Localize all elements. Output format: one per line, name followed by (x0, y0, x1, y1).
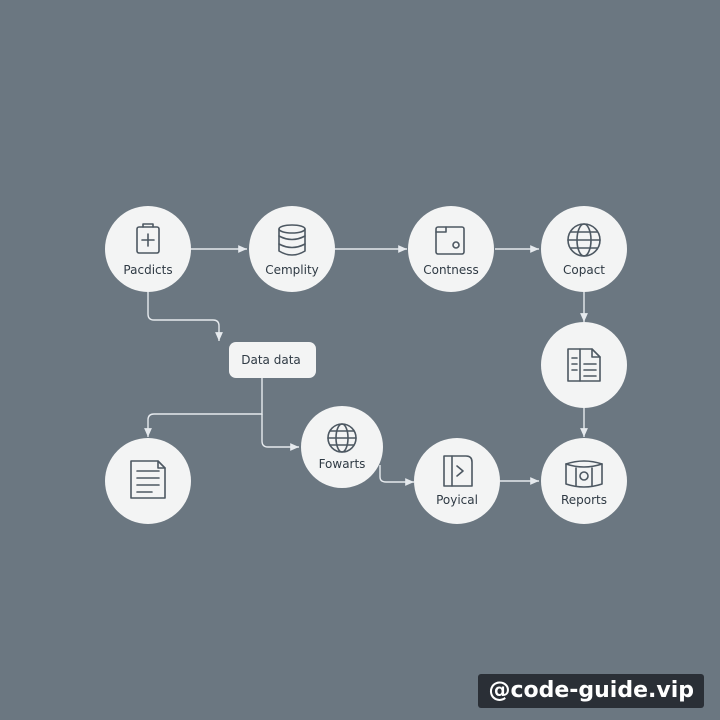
database-icon (278, 224, 306, 256)
node-label: Contness (423, 263, 479, 277)
document-text-icon (130, 460, 166, 499)
node-label: Pacdicts (123, 263, 172, 277)
node-contness[interactable]: Contness (408, 206, 494, 292)
clipboard-plus-icon (136, 223, 160, 254)
connector-datadata-fowarts (261, 414, 299, 451)
connectors (144, 245, 588, 486)
box-icon (565, 460, 603, 488)
watermark: @code-guide.vip (478, 674, 704, 708)
node-reports[interactable]: Reports (541, 438, 627, 524)
connector-fowarts-poyical (379, 465, 414, 486)
node-cemplity[interactable]: Cemplity (249, 206, 335, 292)
node-pacdicts[interactable]: Pacdicts (105, 206, 191, 292)
document-columns-icon (567, 348, 601, 382)
connector-datadata-doc-left (144, 378, 263, 437)
box-label: Data data (241, 353, 301, 367)
book-arrow-icon (443, 455, 473, 487)
node-label: Cemplity (265, 263, 319, 277)
node-fowarts[interactable]: Fowarts (301, 406, 383, 488)
connector-pacdicts-datadata (147, 292, 223, 341)
node-poyical[interactable]: Poyical (414, 438, 500, 524)
node-label: Copact (563, 263, 605, 277)
data-data-box[interactable]: Data data (229, 342, 316, 378)
globe-icon (327, 423, 357, 453)
node-label: Reports (561, 493, 607, 507)
node-document-left[interactable] (105, 438, 191, 524)
node-copact[interactable]: Copact (541, 206, 627, 292)
tablet-camera-icon (435, 226, 465, 255)
node-label: Fowarts (319, 457, 366, 471)
globe-icon (567, 223, 601, 257)
node-document-right[interactable] (541, 322, 627, 408)
node-label: Poyical (436, 493, 478, 507)
